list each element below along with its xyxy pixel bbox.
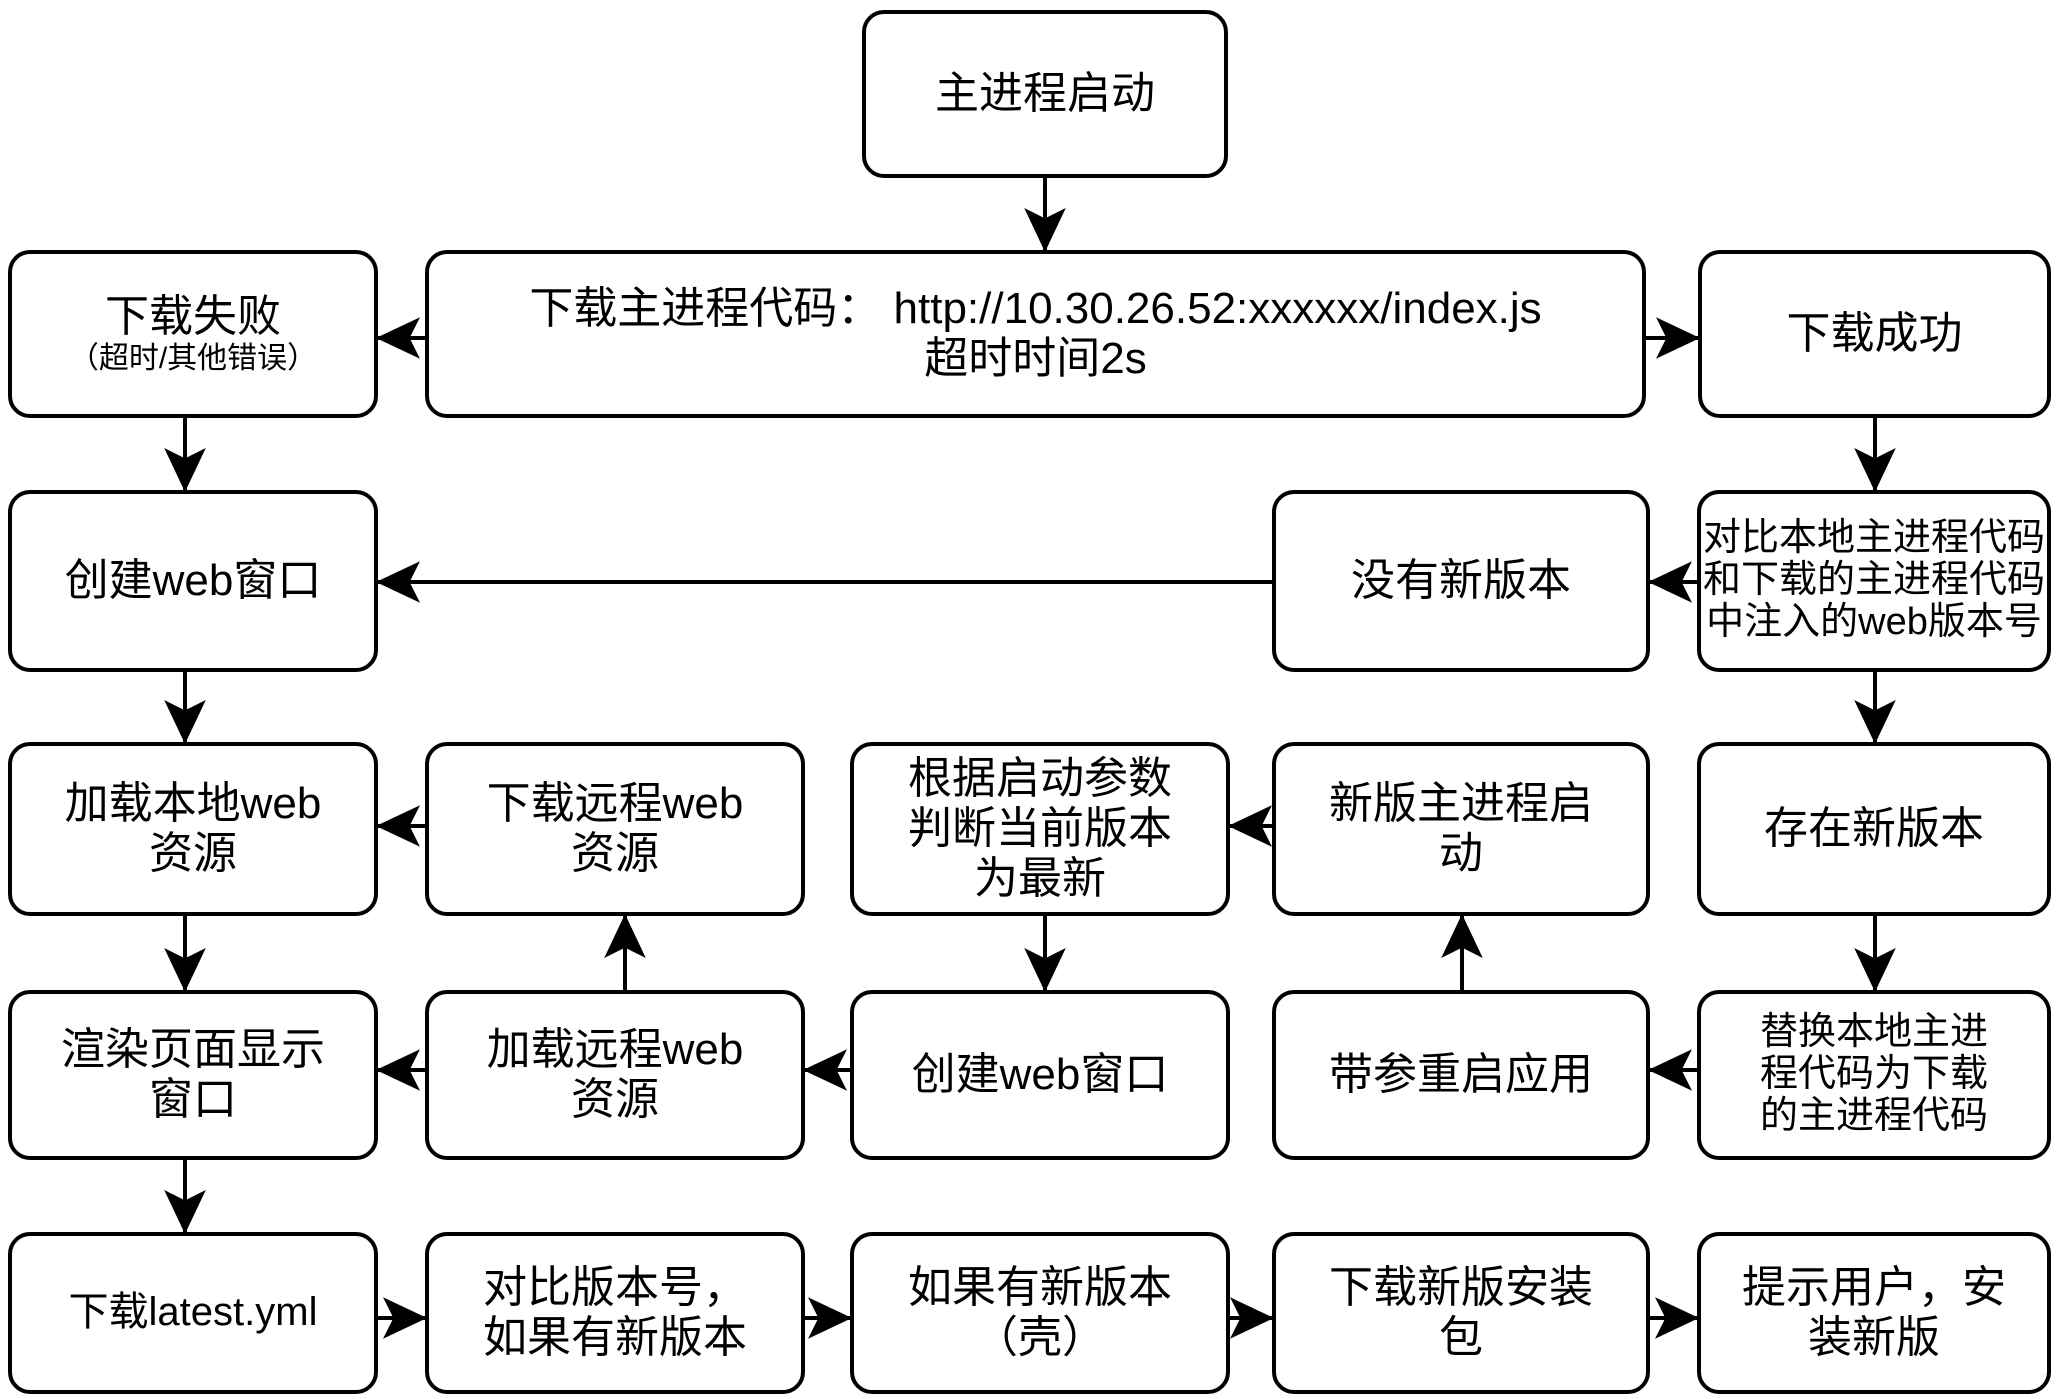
node-download-remote-web-resource[interactable]: 下载远程web 资源 [425,742,805,916]
node-download-failed[interactable]: 下载失败 （超时/其他错误） [8,250,378,418]
node-restart-app-with-args[interactable]: 带参重启应用 [1272,990,1650,1160]
node-prompt-user-install[interactable]: 提示用户，安 装新版 [1697,1232,2051,1394]
node-download-failed-title: 下载失败 [105,291,281,341]
node-download-new-installer[interactable]: 下载新版安装 包 [1272,1232,1650,1394]
node-download-latest-yml[interactable]: 下载latest.yml [8,1232,378,1394]
node-download-failed-subtitle: （超时/其他错误） [68,341,318,375]
node-create-web-window-remote[interactable]: 创建web窗口 [850,990,1230,1160]
node-render-page-show-window[interactable]: 渲染页面显示 窗口 [8,990,378,1160]
node-download-success[interactable]: 下载成功 [1698,250,2051,418]
node-load-local-web-resource[interactable]: 加载本地web 资源 [8,742,378,916]
node-new-main-process-start[interactable]: 新版主进程启 动 [1272,742,1650,916]
node-compare-web-version[interactable]: 对比本地主进程代码 和下载的主进程代码 中注入的web版本号 [1697,490,2051,672]
node-no-new-version[interactable]: 没有新版本 [1272,490,1650,672]
node-download-main-process-code[interactable]: 下载主进程代码： http://10.30.26.52:xxxxxx/index… [425,250,1646,418]
node-load-remote-web-resource[interactable]: 加载远程web 资源 [425,990,805,1160]
node-main-process-start[interactable]: 主进程启动 [862,10,1228,178]
node-has-new-version[interactable]: 存在新版本 [1697,742,2051,916]
node-if-new-version-shell[interactable]: 如果有新版本 （壳） [850,1232,1230,1394]
node-replace-local-main-process-code[interactable]: 替换本地主进 程代码为下载 的主进程代码 [1697,990,2051,1160]
node-judge-current-version-latest[interactable]: 根据启动参数 判断当前版本 为最新 [850,742,1230,916]
node-create-web-window-local[interactable]: 创建web窗口 [8,490,378,672]
node-compare-version-number[interactable]: 对比版本号， 如果有新版本 [425,1232,805,1394]
